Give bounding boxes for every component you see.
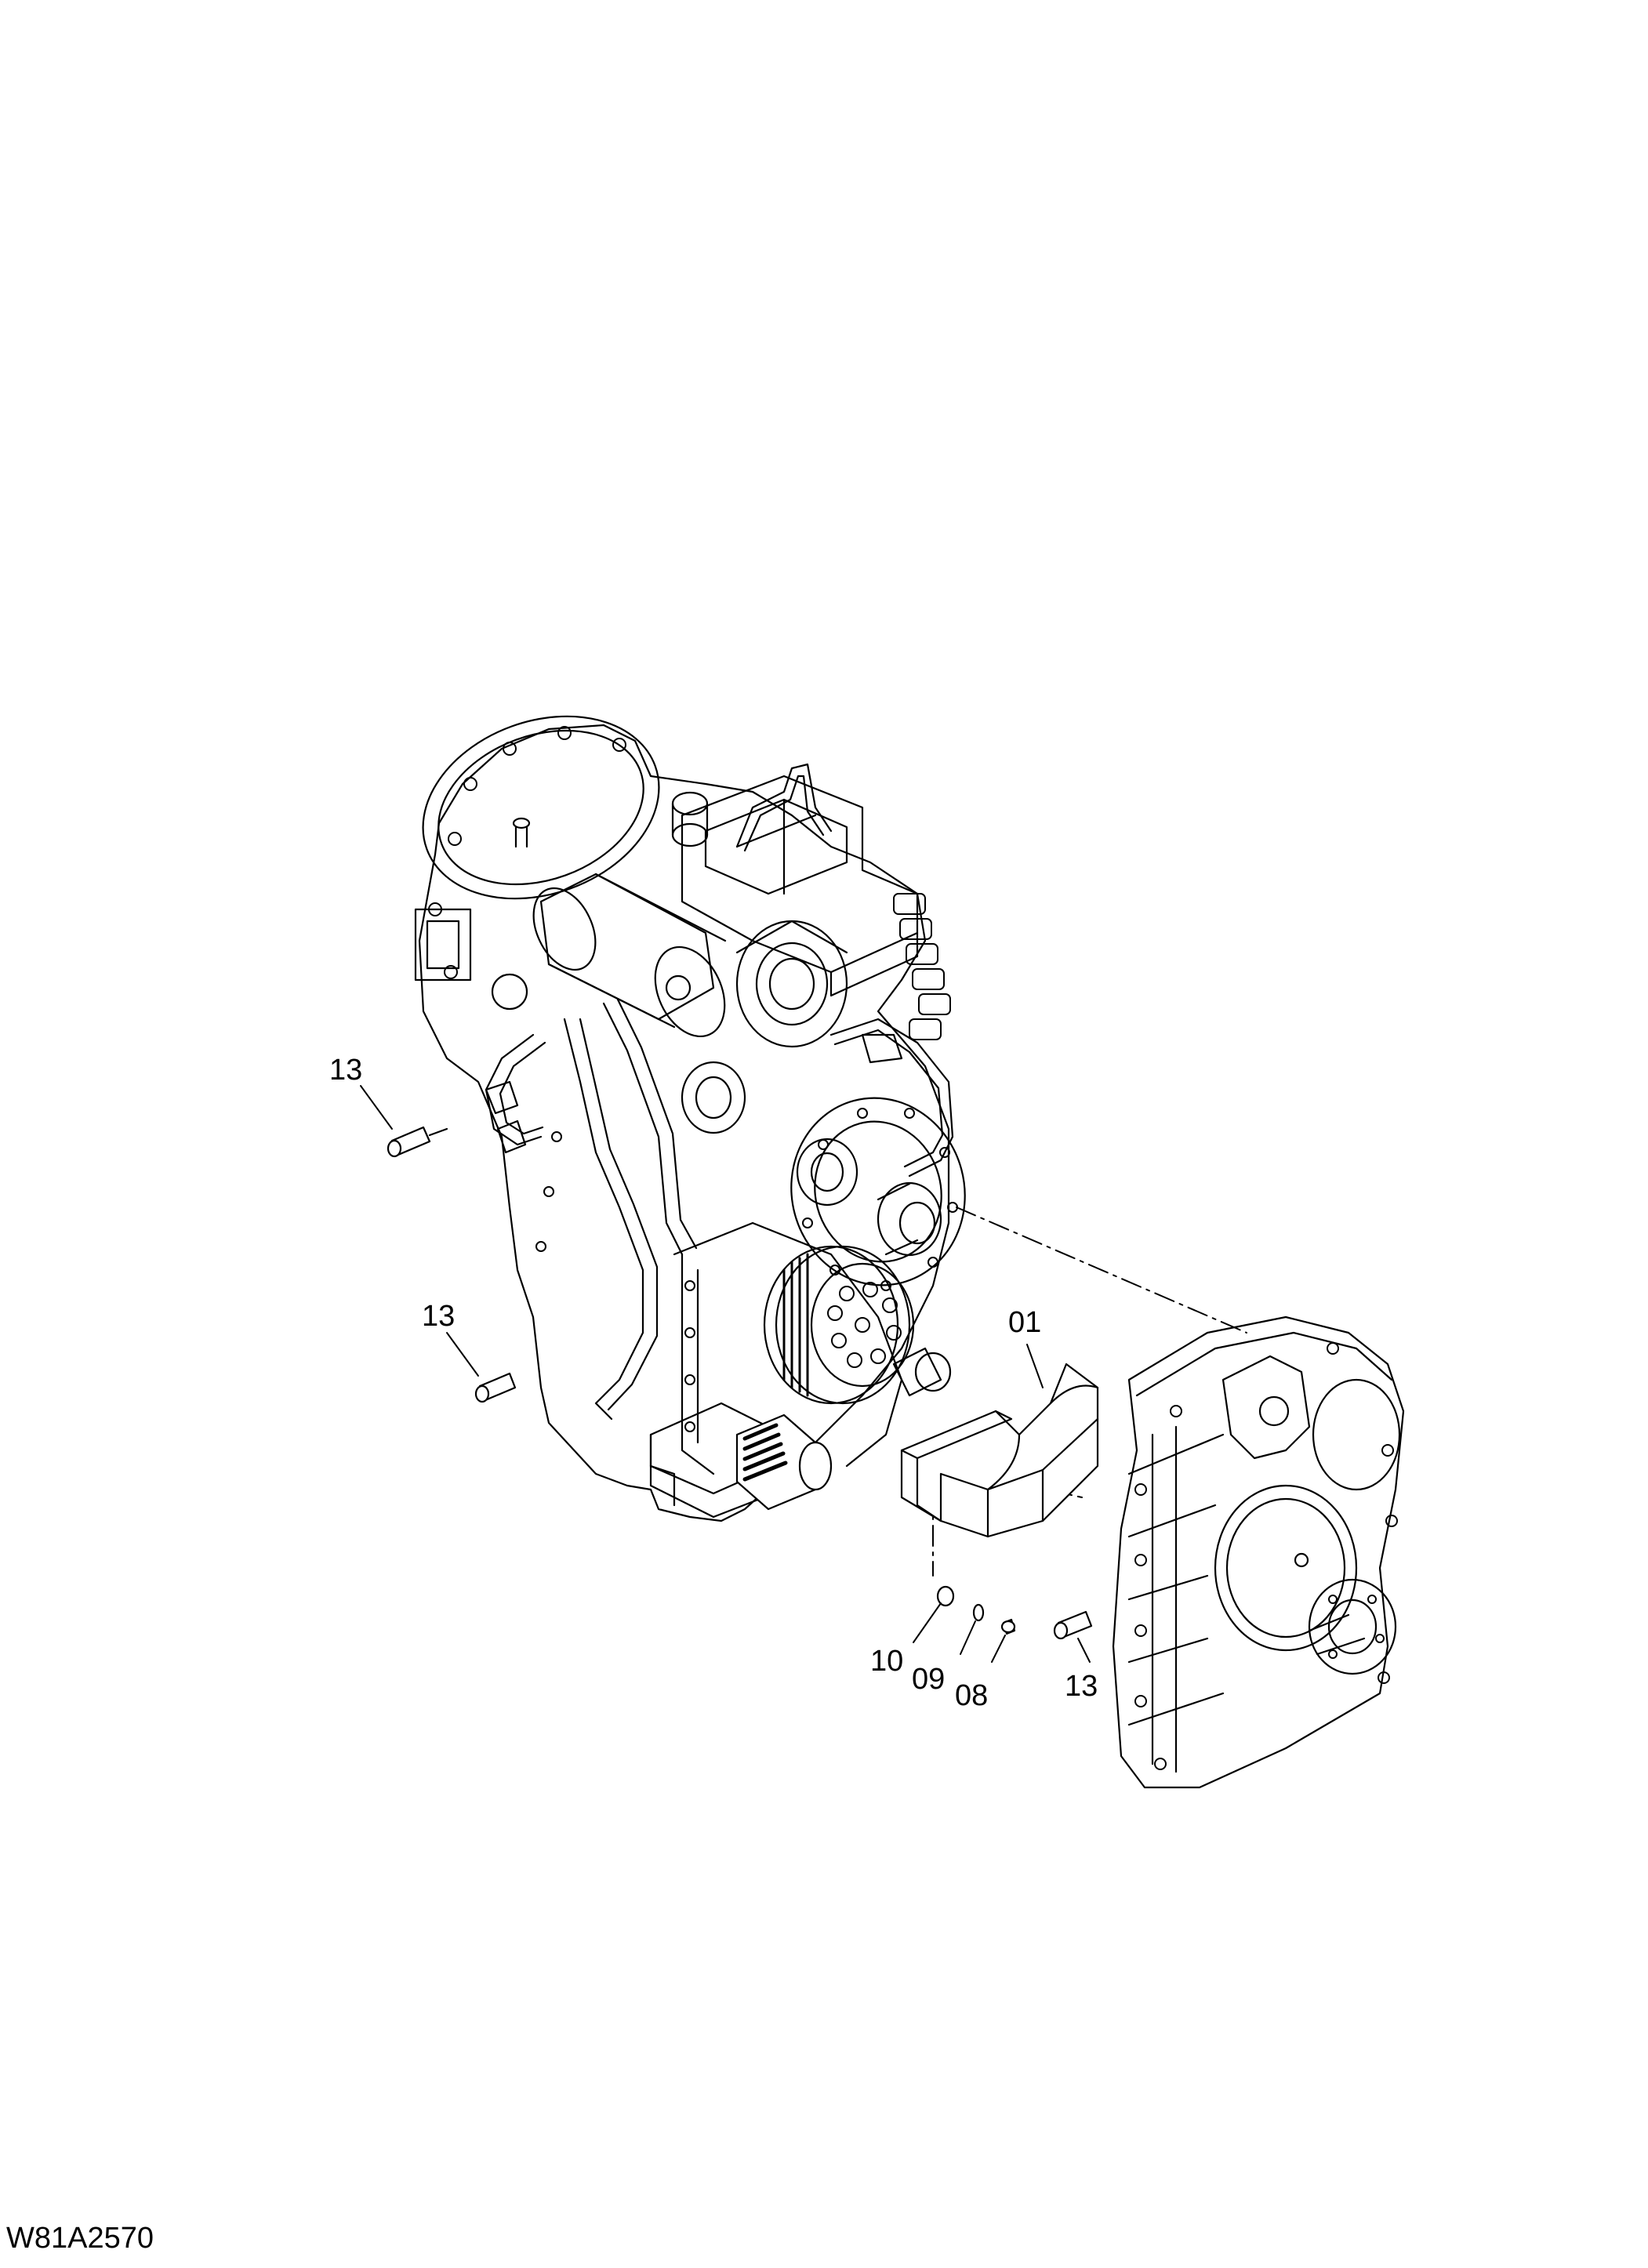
callout-10: 10 xyxy=(870,1645,904,1678)
washer-part-09 xyxy=(972,1603,985,1622)
callout-13-upper-left: 13 xyxy=(329,1054,363,1087)
bolt-part-13-upper xyxy=(387,1126,448,1158)
drawing-code: W81A2570 xyxy=(6,2222,154,2255)
bolt-part-08 xyxy=(1000,1618,1016,1635)
callout-13-middle-left: 13 xyxy=(422,1300,456,1333)
callout-13-right: 13 xyxy=(1065,1670,1098,1703)
transfer-case-assembly xyxy=(1112,1315,1405,1789)
filter-cartridge xyxy=(735,1413,833,1511)
leader-lines xyxy=(360,1085,1091,1663)
callout-09: 09 xyxy=(912,1663,946,1696)
transmission-assembly xyxy=(414,715,966,1522)
callout-08: 08 xyxy=(955,1679,989,1712)
callout-01: 01 xyxy=(1008,1306,1042,1339)
cover-plate-part-01 xyxy=(900,1363,1099,1538)
bolt-part-13-right xyxy=(1053,1610,1093,1640)
nut-part-10 xyxy=(936,1585,955,1607)
bolt-part-13-middle xyxy=(474,1372,517,1403)
